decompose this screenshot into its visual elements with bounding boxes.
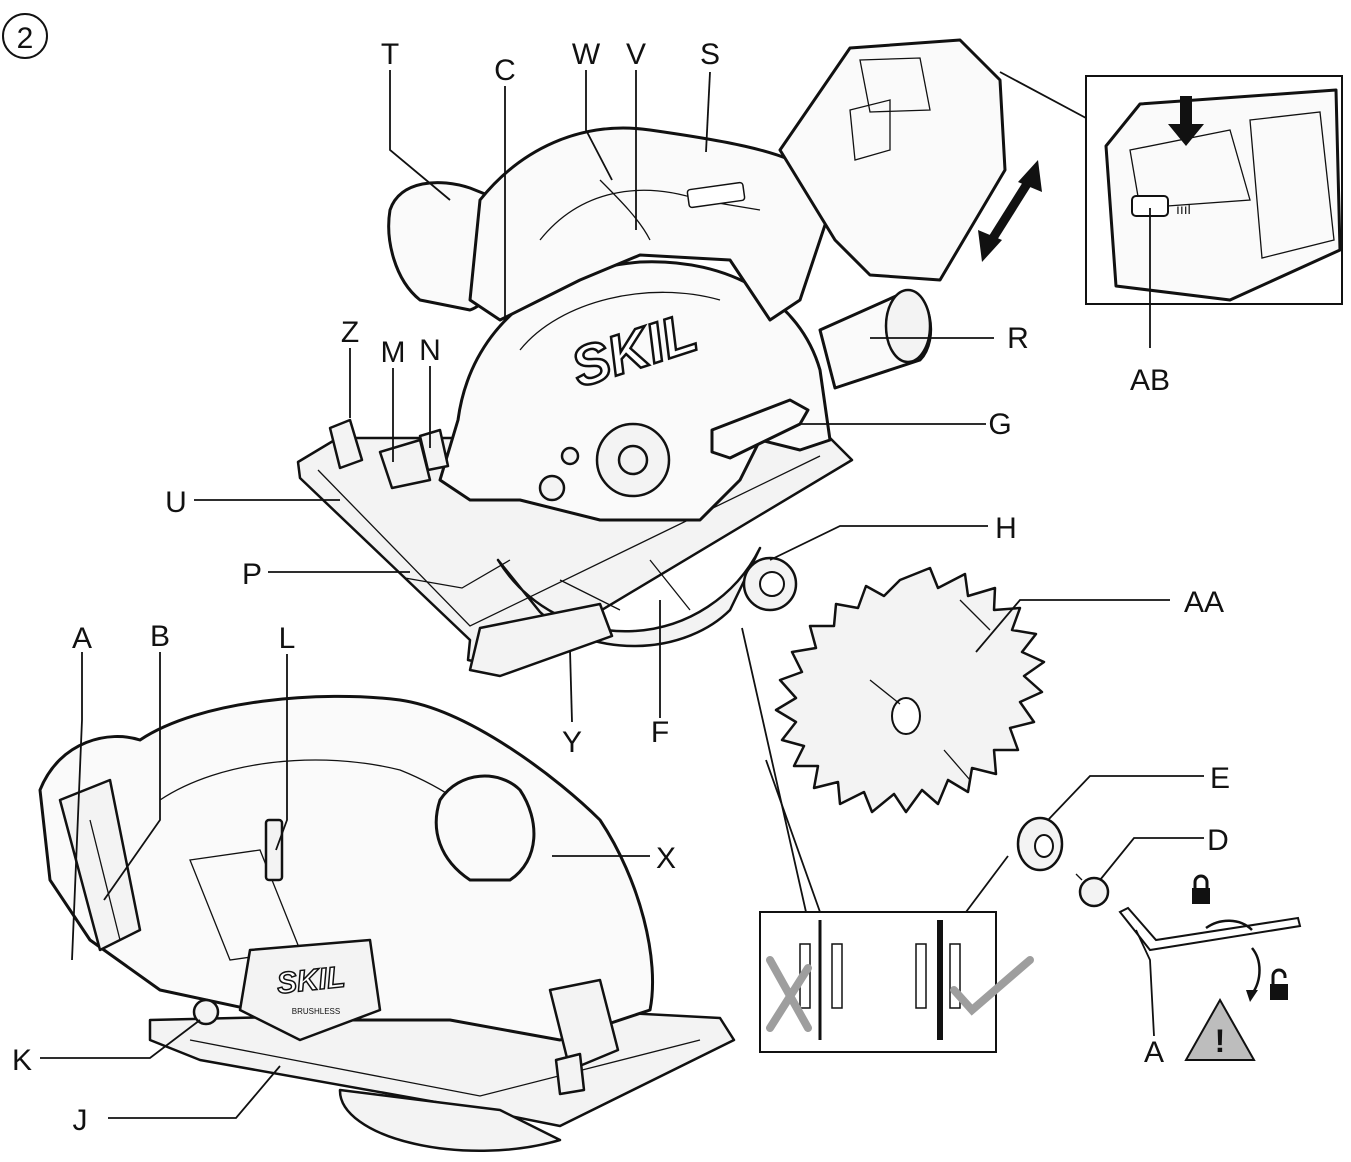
saw-blade-exploded	[774, 566, 1046, 814]
callout-AB: AB	[1130, 364, 1170, 397]
callout-B: B	[150, 620, 170, 653]
saw-side-view: SKIL	[296, 38, 1042, 678]
trigger-switch	[264, 818, 284, 882]
callout-V: V	[626, 38, 646, 71]
unlock-icon	[1270, 968, 1288, 1000]
rear-knob	[434, 774, 536, 882]
press-arrow-icon	[1168, 96, 1204, 146]
bevel-knob	[328, 418, 364, 470]
callout-G: G	[988, 408, 1011, 441]
svg-text:ıııl: ıııl	[1176, 201, 1191, 217]
callout-N: N	[419, 334, 441, 367]
wrong-assembly	[766, 920, 843, 1040]
loosen-arrow	[1250, 947, 1261, 995]
svg-text:!: !	[1215, 1023, 1226, 1059]
blade-bolt-D	[1075, 873, 1110, 908]
tighten-arrow	[1205, 919, 1253, 931]
cross-mark-icon	[766, 956, 812, 1032]
blade-bore	[891, 697, 921, 735]
lock-icon	[1192, 874, 1210, 904]
callout-R: R	[1007, 322, 1029, 355]
callout-F: F	[651, 716, 669, 749]
battery-pack	[778, 38, 1007, 282]
callout-Y: Y	[562, 726, 582, 759]
brand-badge-rear	[238, 938, 382, 1042]
warning-triangle-icon: !	[1184, 997, 1256, 1061]
callout-P: P	[242, 558, 262, 591]
callout-L: L	[279, 622, 296, 655]
callout-H: H	[995, 512, 1017, 545]
callout-labels: T C W V S R G H AA AB Z M N U P Y F E D …	[12, 38, 1230, 1137]
callout-W: W	[572, 38, 601, 71]
callout-Z: Z	[341, 316, 359, 349]
callout-A: A	[72, 622, 92, 655]
callout-E: E	[1210, 762, 1230, 795]
parallel-guide	[468, 602, 614, 678]
callout-S: S	[700, 38, 720, 71]
correct-assembly	[915, 920, 1034, 1040]
blade-disc	[774, 566, 1046, 814]
callout-A-key: A	[1144, 1036, 1164, 1069]
check-mark-icon	[950, 956, 1034, 1016]
callout-J: J	[73, 1104, 88, 1137]
saw-rear-view: SKIL BRUSHLESS	[38, 694, 736, 1153]
callout-K: K	[12, 1044, 32, 1077]
battery-detail-inset: ıııl	[999, 71, 1343, 348]
outer-flange-H	[742, 556, 798, 612]
inner-flange-E	[1016, 816, 1064, 872]
callout-X: X	[656, 842, 676, 875]
callout-T: T	[381, 38, 399, 71]
callout-C: C	[494, 54, 516, 87]
bevel-adjust-knob	[192, 998, 220, 1026]
double-arrow-icon	[978, 160, 1042, 262]
callout-D: D	[1207, 824, 1229, 857]
hex-key-A	[1118, 906, 1302, 952]
figure-number-badge: 2	[2, 13, 48, 59]
callout-M: M	[381, 336, 406, 369]
brushless-mark: BRUSHLESS	[292, 1007, 340, 1016]
flange-assembly-detail	[741, 627, 1034, 1053]
callout-AA: AA	[1184, 586, 1224, 619]
callout-U: U	[165, 486, 187, 519]
leader-lines	[40, 70, 1204, 1119]
battery-slot-rear	[58, 778, 142, 952]
main-handle	[468, 126, 832, 322]
brand-logo-rear: SKIL	[275, 961, 346, 1001]
figure-number: 2	[17, 22, 34, 55]
